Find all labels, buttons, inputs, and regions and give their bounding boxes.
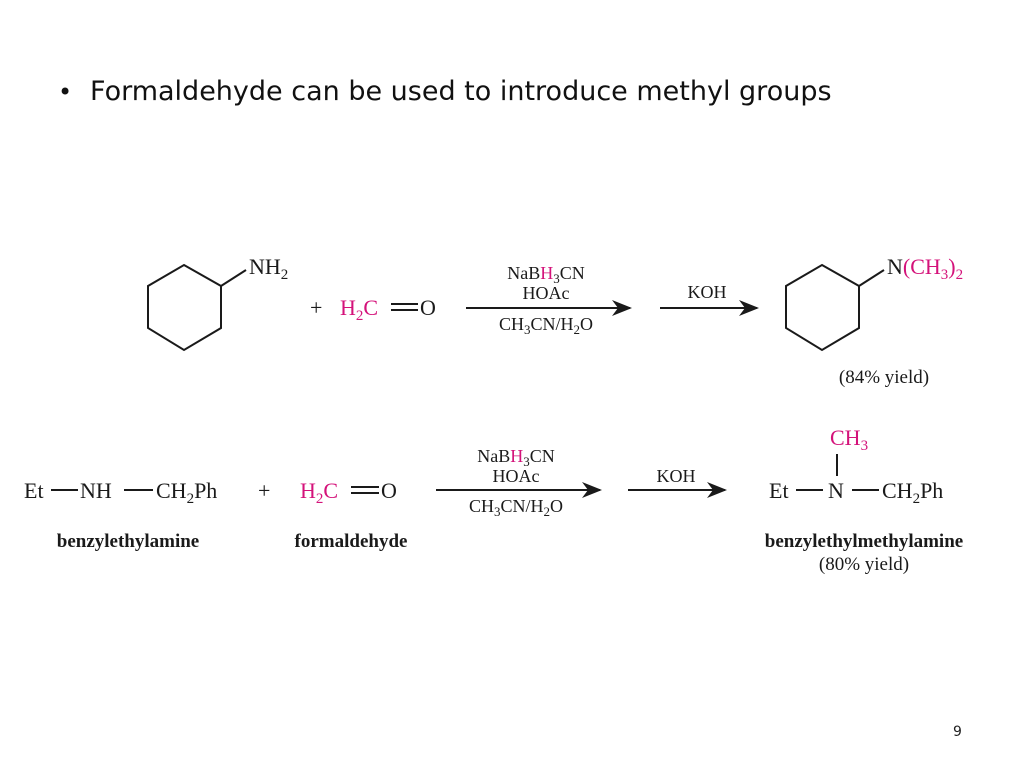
page-number: 9: [953, 724, 962, 740]
svg-text:NaBH3CN: NaBH3CN: [477, 446, 555, 469]
svg-text:HOAc: HOAc: [493, 466, 540, 486]
reagent-koh: KOH: [688, 282, 727, 302]
slide-heading: Formaldehyde can be used to introduce me…: [90, 76, 832, 107]
bullet-point: • Formaldehyde can be used to introduce …: [58, 76, 832, 107]
plus-sign-2: +: [258, 478, 270, 503]
dimethylamino-group: N(CH3)2: [887, 254, 963, 283]
bond-ring-to-n: [858, 269, 885, 287]
reaction1-step2: KOH: [660, 282, 759, 316]
reactant-name: benzylethylamine: [57, 531, 200, 552]
bullet-dot: •: [58, 77, 73, 106]
svg-text:Et: Et: [769, 478, 789, 503]
formaldehyde-structure: H2C O: [340, 295, 436, 324]
svg-text:N: N: [828, 478, 844, 503]
formaldehyde-structure-2: H2C O: [300, 478, 397, 507]
svg-text:Et: Et: [24, 478, 44, 503]
reaction1-step1: NaBH3CN HOAc CH3CN/H2O: [466, 263, 632, 337]
reaction2-step2: KOH: [628, 466, 727, 498]
svg-text:O: O: [381, 478, 397, 503]
svg-text:KOH: KOH: [657, 466, 696, 486]
svg-text:O: O: [420, 295, 436, 320]
amine-group: NH2: [249, 254, 288, 283]
svg-text:H2C: H2C: [340, 295, 378, 324]
reaction2-step1: NaBH3CN HOAc CH3CN/H2O: [436, 446, 602, 519]
product-name: benzylethylmethylamine: [765, 531, 963, 552]
reagent-hoac: HOAc: [523, 283, 570, 303]
solvent: CH3CN/H2O: [499, 314, 593, 337]
yield-1: (84% yield): [839, 367, 929, 388]
svg-text:CH3: CH3: [830, 425, 868, 454]
cyclohexylamine-structure: [147, 263, 247, 352]
svg-text:CH2Ph: CH2Ph: [882, 478, 943, 507]
product-ring: [785, 263, 860, 352]
benzylethylmethylamine-structure: CH3 Et N CH2Ph: [769, 425, 943, 507]
bond-ring-to-amine: [220, 269, 247, 287]
dimethylcyclohexylamine-structure: [785, 263, 885, 352]
svg-text:CH3CN/H2O: CH3CN/H2O: [469, 496, 563, 519]
svg-text:CH2Ph: CH2Ph: [156, 478, 217, 507]
svg-text:H2C: H2C: [300, 478, 338, 507]
reagent-nabh3cn: NaBH3CN: [507, 263, 585, 286]
benzylethylamine-structure: Et NH CH2Ph: [24, 478, 217, 507]
plus-sign: +: [310, 295, 322, 320]
yield-2: (80% yield): [819, 554, 909, 575]
formaldehyde-name: formaldehyde: [295, 531, 408, 552]
cyclohexane-ring: [147, 263, 222, 352]
svg-text:NH: NH: [80, 478, 112, 503]
